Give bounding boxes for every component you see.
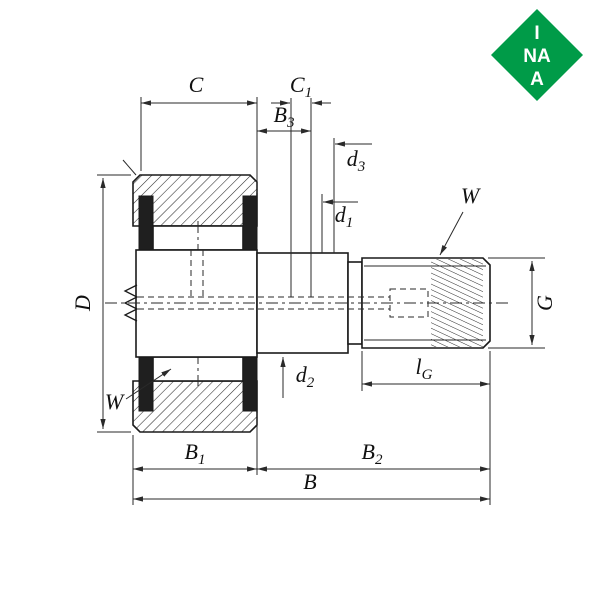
outer-ring bbox=[132, 174, 258, 433]
washer-bottom-left bbox=[138, 356, 154, 412]
ina-logo-line-3: A bbox=[530, 69, 544, 90]
washer-bottom-right bbox=[242, 356, 258, 412]
dimension-label-C1: C1 bbox=[290, 72, 312, 101]
dimension-d1: d1 bbox=[321, 194, 358, 253]
dimension-d3: d3 bbox=[333, 138, 372, 253]
dimension-D: D bbox=[70, 174, 131, 433]
ina-logo-diamond bbox=[491, 9, 583, 101]
dimension-W-ring: W bbox=[105, 368, 172, 414]
washer-top-left bbox=[138, 195, 154, 251]
dimension-label-W-thread: W bbox=[461, 183, 481, 208]
dimension-label-B2: B2 bbox=[362, 439, 383, 468]
hidden-detail-lines bbox=[105, 250, 512, 318]
label-main: C bbox=[290, 72, 305, 97]
leader-line bbox=[439, 211, 464, 256]
dimension-label-d1: d1 bbox=[335, 202, 354, 231]
dimension-label-lG: lG bbox=[416, 354, 433, 383]
label-main: l bbox=[416, 354, 422, 379]
hex-socket-hidden bbox=[389, 288, 429, 318]
label-main: B bbox=[303, 469, 316, 494]
dimension-B1: B1 bbox=[132, 413, 258, 505]
dimension-B: B bbox=[133, 469, 490, 502]
washer-top-right bbox=[242, 195, 258, 251]
corner-radius-leader bbox=[122, 159, 137, 176]
stud-end-knurl bbox=[123, 284, 139, 322]
dimension-d2: d2 bbox=[280, 357, 315, 398]
label-main: d bbox=[347, 146, 359, 171]
dimension-G: G bbox=[488, 257, 557, 349]
label-main: B bbox=[362, 439, 375, 464]
dimension-label-C: C bbox=[189, 72, 204, 97]
dimension-W-thread: W bbox=[439, 183, 481, 256]
label-main: D bbox=[70, 295, 95, 312]
ina-logo-line-2: NA bbox=[523, 46, 551, 67]
dimension-B3: B3 bbox=[257, 102, 311, 134]
dimension-label-W-ring: W bbox=[105, 389, 125, 414]
label-main: d bbox=[335, 202, 347, 227]
dimension-label-d2: d2 bbox=[296, 362, 315, 391]
label-sub: 1 bbox=[198, 452, 206, 468]
label-sub: 2 bbox=[307, 375, 315, 391]
label-main: B bbox=[185, 439, 198, 464]
label-sub: 3 bbox=[286, 115, 295, 131]
dimension-label-G: G bbox=[532, 295, 557, 311]
dimension-B2: B2 bbox=[257, 351, 491, 505]
leader-line bbox=[125, 368, 172, 400]
dimension-C: C bbox=[140, 72, 258, 193]
ina-logo-line-1: I bbox=[534, 23, 539, 44]
dimension-label-d3: d3 bbox=[347, 146, 366, 175]
ina-logo: I NA A bbox=[491, 9, 583, 101]
label-main: W bbox=[105, 389, 125, 414]
dimension-label-B3: B3 bbox=[274, 102, 295, 131]
label-main: G bbox=[532, 295, 557, 311]
dimension-lG: lG bbox=[361, 351, 490, 391]
label-sub: G bbox=[422, 367, 433, 383]
label-sub: 1 bbox=[305, 85, 313, 101]
dimension-label-B1: B1 bbox=[185, 439, 206, 468]
label-sub: 3 bbox=[357, 159, 366, 175]
label-main: B bbox=[274, 102, 287, 127]
label-sub: 1 bbox=[346, 215, 354, 231]
dimension-label-B: B bbox=[303, 469, 316, 494]
dimension-label-D: D bbox=[70, 295, 95, 312]
label-main: C bbox=[189, 72, 204, 97]
label-main: W bbox=[461, 183, 481, 208]
label-main: d bbox=[296, 362, 308, 387]
label-sub: 2 bbox=[375, 452, 383, 468]
